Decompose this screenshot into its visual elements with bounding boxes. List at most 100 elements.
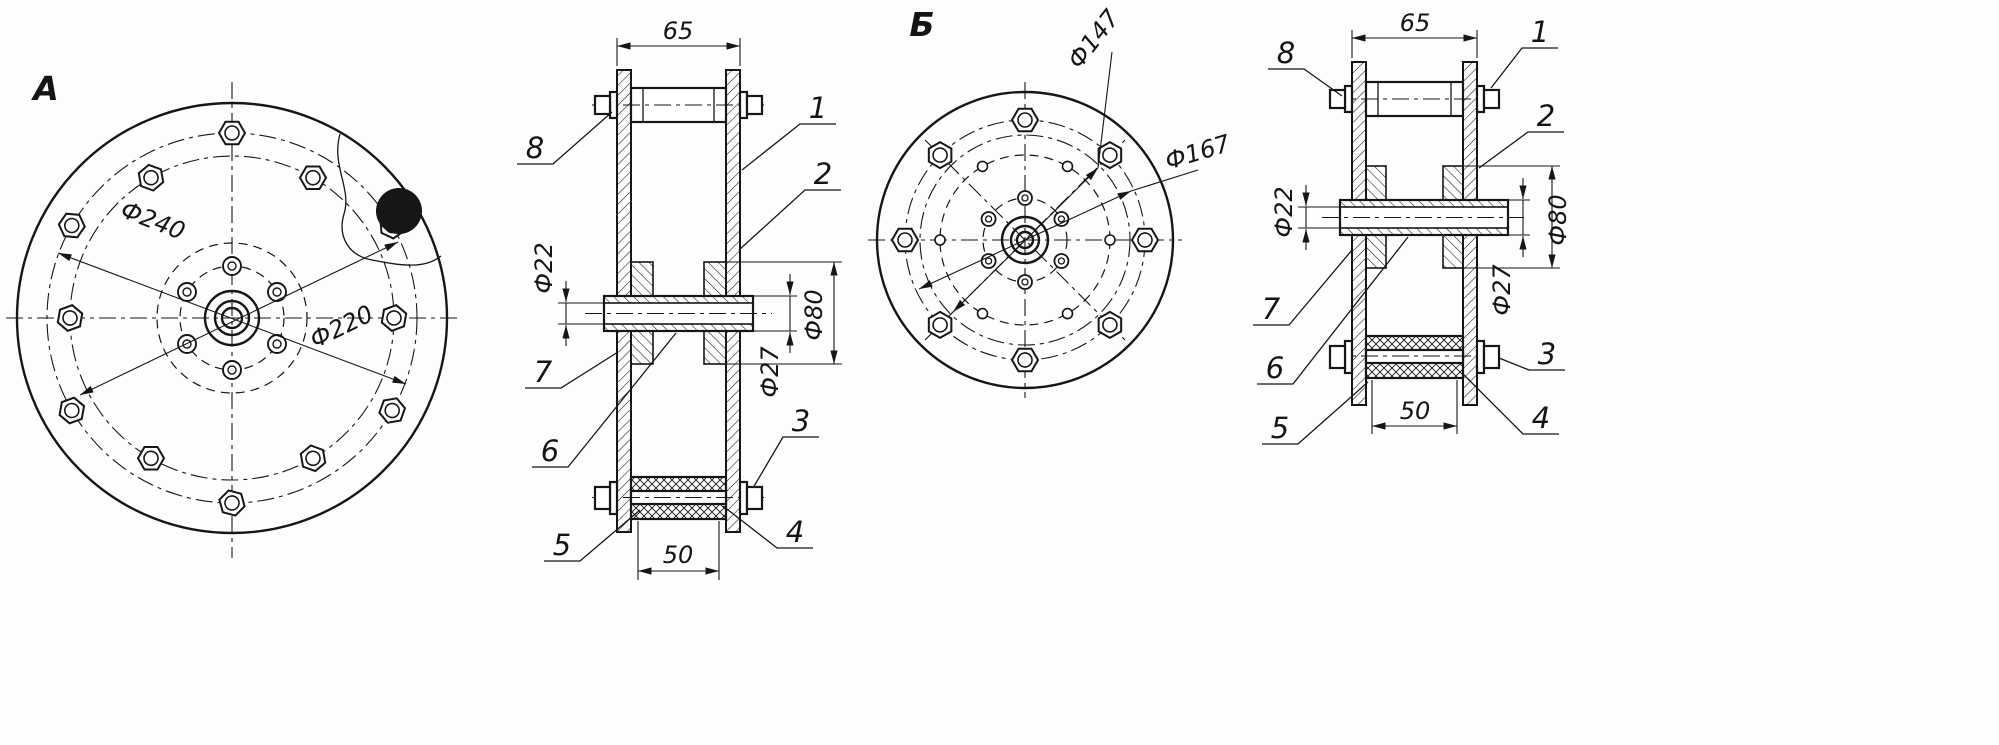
fastener-nut <box>1011 107 1039 133</box>
callout-6: 6 <box>1266 351 1284 385</box>
callout-2: 2 <box>814 157 832 191</box>
dia-147-tail <box>1097 51 1113 169</box>
dim-65-text: 65 <box>1400 9 1431 37</box>
dim-flange-text: Ф80 <box>800 289 828 340</box>
dia-240-text: Ф240 <box>117 196 189 246</box>
fastener-sboltB <box>980 253 997 269</box>
fastener-sbolt <box>267 282 287 302</box>
callout-1: 1 <box>1531 15 1549 49</box>
leader-5 <box>544 509 641 562</box>
fastener-sboltB <box>1017 274 1033 290</box>
top-bolt-head-left <box>1328 88 1347 110</box>
leader-7 <box>1253 249 1353 326</box>
leader-4 <box>1462 373 1559 435</box>
dim-50-text: 50 <box>1400 397 1431 425</box>
leader-7 <box>525 351 619 389</box>
fastener-nut <box>891 227 919 253</box>
fastener-dot <box>934 234 946 246</box>
fastener-nut <box>374 392 411 429</box>
hub-tube-wall-bottom <box>1339 227 1509 236</box>
view-a-label: A <box>30 69 59 108</box>
top-bolt-head-left <box>593 94 612 116</box>
dia-220-arrow <box>79 241 399 396</box>
fastener-sbolt <box>177 282 197 302</box>
dim-bore-text: Ф22 <box>530 242 558 293</box>
fastener-nut <box>57 394 87 427</box>
top-bolt-head-right <box>745 94 764 116</box>
fastener-nut <box>216 486 248 520</box>
callout-1: 1 <box>809 91 827 125</box>
leader-2 <box>1478 131 1564 169</box>
fastener-nut <box>375 300 413 336</box>
fastener-nut <box>133 161 169 194</box>
dim-65-text: 65 <box>663 17 694 45</box>
view-b-front: Б Ф147 Ф167 <box>868 4 1234 398</box>
fastener-nut <box>1097 310 1123 339</box>
callout-8: 8 <box>1277 36 1295 70</box>
dim-tube-text: Ф27 <box>756 346 784 398</box>
dim-50-text: 50 <box>663 541 694 569</box>
local-section-wavy-line <box>337 133 442 266</box>
callout-3: 3 <box>1538 337 1556 371</box>
fastener-dot <box>1061 307 1074 320</box>
leader-3 <box>1498 357 1565 371</box>
fastener-sbolt <box>222 360 242 380</box>
dia-167-tail <box>1130 169 1199 192</box>
fastener-nut <box>299 165 327 190</box>
dia-167-text: Ф167 <box>1162 129 1234 175</box>
fastener-dot <box>976 160 989 173</box>
bottom-bolt-head-left <box>1328 344 1347 370</box>
hub-tube-wall-top <box>1339 199 1509 208</box>
dia-220-text: Ф220 <box>305 300 377 354</box>
fastener-nut <box>52 301 88 335</box>
fastener-dot <box>1104 234 1116 246</box>
fastener-sboltB <box>980 211 997 227</box>
callout-8: 8 <box>526 131 544 165</box>
fastener-dot <box>1061 160 1074 173</box>
fastener-nut <box>218 120 246 146</box>
callout-3: 3 <box>792 404 810 438</box>
leader-1 <box>741 123 836 171</box>
filled-hole <box>376 188 422 234</box>
bottom-bolt-head-right <box>1482 344 1501 370</box>
outer-hex-nuts <box>891 107 1163 378</box>
fastener-nut <box>54 207 90 244</box>
leader-8 <box>1268 68 1343 97</box>
leader-3 <box>752 436 819 489</box>
fastener-sboltB <box>1053 253 1070 269</box>
fastener-nut <box>1127 222 1163 258</box>
callout-2: 2 <box>1537 99 1555 133</box>
fastener-nut <box>298 442 328 475</box>
leader-1 <box>1490 47 1558 89</box>
leader-5 <box>1262 381 1369 445</box>
callout-7: 7 <box>534 355 553 389</box>
dim-tube-text: Ф27 <box>1488 264 1516 316</box>
leader-6 <box>532 332 677 468</box>
top-bolt-head-right <box>1482 88 1501 110</box>
view-b-label: Б <box>909 5 934 44</box>
hub-tube-wall-top <box>603 295 754 304</box>
callout-4: 4 <box>786 515 804 549</box>
dim-flange-text: Ф80 <box>1544 194 1572 245</box>
leader-8 <box>517 111 613 165</box>
callout-5: 5 <box>553 528 571 562</box>
callout-7: 7 <box>1262 292 1281 326</box>
view-a-section: 65 50 Ф22 Ф27 Ф80 1 2 3 4 5 <box>517 17 842 580</box>
callout-5: 5 <box>1271 411 1289 445</box>
hub-tube-wall-bottom <box>603 323 754 332</box>
dia-147-text: Ф147 <box>1062 4 1125 74</box>
bottom-bolt-head-right <box>745 485 764 511</box>
leader-4 <box>722 505 813 549</box>
fastener-sboltB <box>1053 211 1070 227</box>
dia-167-arrow <box>918 190 1132 290</box>
callout-6: 6 <box>541 434 559 468</box>
bottom-bolt-head-left <box>593 485 612 511</box>
dim-bore-text: Ф22 <box>1270 186 1298 237</box>
wheel-b-rim <box>875 90 1175 390</box>
fastener-dot <box>976 307 989 320</box>
fastener-nut <box>133 440 169 477</box>
leader-6 <box>1257 236 1409 385</box>
view-b-section: 65 50 Ф22 Ф27 Ф80 1 2 3 4 5 <box>1253 9 1572 445</box>
